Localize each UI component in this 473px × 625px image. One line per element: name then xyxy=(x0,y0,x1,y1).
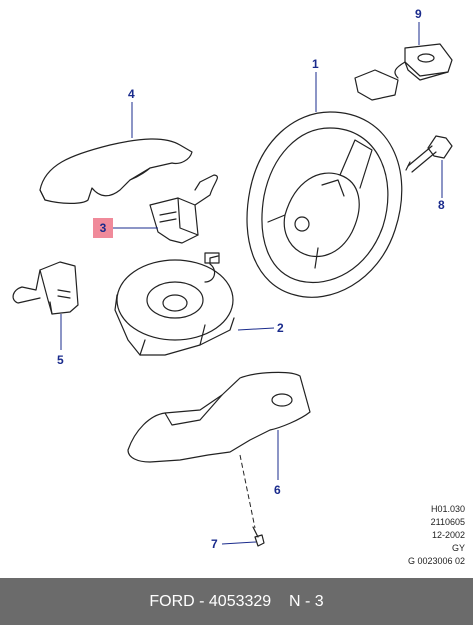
airbag-module-part xyxy=(354,43,453,101)
steering-wheel-part xyxy=(246,111,403,298)
footer-gap xyxy=(271,593,289,611)
footer-bar: FORD - 4053329 N - 3 xyxy=(0,578,473,625)
callout-9: 9 xyxy=(415,7,422,21)
callout-4: 4 xyxy=(128,87,135,101)
callout-2: 2 xyxy=(277,321,284,335)
reference-line-5: G 0023006 02 xyxy=(407,556,465,566)
leader-line-2 xyxy=(237,327,275,331)
callout-7: 7 xyxy=(211,537,218,551)
footer-brand: FORD xyxy=(149,592,195,610)
left-switch-part xyxy=(12,261,79,315)
reference-line-3: 12-2002 xyxy=(431,530,465,540)
lower-column-shroud-part xyxy=(127,371,311,463)
callout-6: 6 xyxy=(274,483,281,497)
exploded-parts-diagram xyxy=(12,22,453,547)
reference-line-1: H01.030 xyxy=(430,504,465,514)
upper-column-shroud-part xyxy=(39,138,193,204)
screw-part xyxy=(252,526,265,547)
footer-part-number: 4053329 xyxy=(208,592,272,610)
leader-line-6-dash xyxy=(239,454,256,529)
switch-assembly-part xyxy=(149,174,218,244)
reference-line-4: GY xyxy=(451,543,465,553)
leader-line-7 xyxy=(221,541,257,545)
reference-block: H01.030 2110605 12-2002 GY G 0023006 02 xyxy=(385,503,465,568)
callout-8: 8 xyxy=(438,198,445,212)
footer-separator: - xyxy=(194,592,209,610)
clockspring-part xyxy=(114,252,235,356)
bolt-part xyxy=(405,135,453,173)
callout-3-highlighted: 3 xyxy=(93,218,113,238)
callout-5: 5 xyxy=(57,353,64,367)
footer-section: N - 3 xyxy=(288,592,324,610)
reference-line-2: 2110605 xyxy=(430,517,465,527)
callout-1: 1 xyxy=(312,57,319,71)
